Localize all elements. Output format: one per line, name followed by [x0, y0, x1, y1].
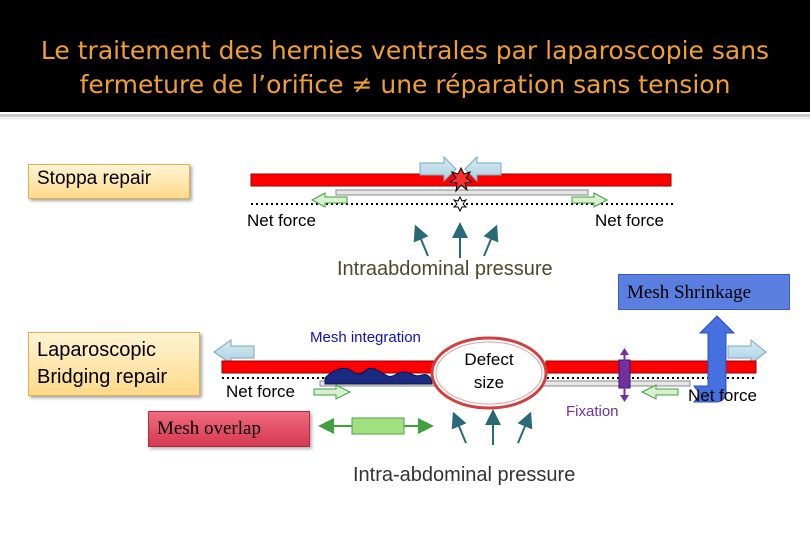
defect-size-oval-inner — [435, 341, 543, 405]
mesh-overlap-label: Mesh overlap — [148, 411, 310, 447]
bridging-muscle-left — [221, 360, 435, 374]
fixation-label: Fixation — [566, 403, 619, 420]
defect-size-oval — [430, 336, 548, 410]
mesh-shrinkage-arrow — [693, 315, 736, 403]
stoppa-pressure-arrow-3 — [483, 224, 499, 257]
bridging-net-force-left-label: Net force — [226, 382, 295, 401]
stoppa-closure-arrow-left — [419, 155, 457, 183]
defect-size-line-2: size — [473, 373, 505, 392]
stoppa-mesh-star — [452, 195, 468, 213]
fixation-tack — [618, 348, 631, 402]
bridging-net-force-arrow-left — [313, 384, 352, 400]
slide-title-line-1: Le traitement des hernies ventrales par … — [40, 36, 770, 65]
stoppa-suture-star — [448, 166, 474, 193]
stoppa-muscle-left — [250, 173, 462, 187]
bridging-label-line-1: Laparoscopic — [37, 339, 156, 361]
bridging-net-force-arrow-right — [640, 384, 679, 400]
bridging-repair-label: Laparoscopic Bridging repair — [28, 332, 200, 396]
bridging-outer-arrow-right — [727, 338, 767, 366]
bridging-label-line-2: Bridging repair — [37, 366, 168, 388]
defect-size-label: Defect size — [432, 348, 546, 394]
title-bar: Le traitement des hernies ventrales par … — [0, 0, 810, 112]
mesh-integration-label: Mesh integration — [310, 329, 421, 346]
stoppa-diagram — [250, 155, 674, 258]
bridging-pressure-label: Intra-abdominal pressure — [353, 464, 576, 486]
stoppa-muscle-right — [460, 173, 672, 187]
header-divider-thin — [0, 118, 810, 119]
bridging-diagram — [213, 315, 767, 445]
stoppa-net-force-left-label: Net force — [247, 211, 316, 230]
defect-size-line-1: Defect — [464, 350, 514, 369]
stoppa-net-force-right-label: Net force — [595, 211, 664, 230]
stoppa-net-force-arrow-right — [571, 192, 609, 208]
mesh-overlap-double-arrow — [318, 417, 434, 435]
bridging-outer-arrow-left — [213, 339, 255, 365]
stoppa-mesh — [335, 189, 589, 196]
slide-title-line-2: fermeture de l’orifice ≠ une réparation … — [79, 70, 731, 99]
bridging-pressure-arrow-3 — [517, 411, 533, 444]
stoppa-net-force-arrow-left — [310, 192, 348, 208]
slide-title: Le traitement des hernies ventrales par … — [0, 34, 810, 102]
mesh-integration-blob — [324, 367, 433, 385]
stoppa-repair-label: Stoppa repair — [28, 164, 190, 199]
stoppa-pressure-arrow-1 — [413, 224, 429, 257]
stoppa-pressure-label: Intraabdominal pressure — [337, 258, 553, 280]
stoppa-closure-arrow-right — [464, 155, 502, 183]
bridging-net-force-right-label: Net force — [688, 386, 757, 405]
mesh-shrinkage-label: Mesh Shrinkage — [618, 274, 790, 310]
bridging-pressure-arrow-1 — [451, 411, 467, 444]
header-divider — [0, 114, 810, 117]
